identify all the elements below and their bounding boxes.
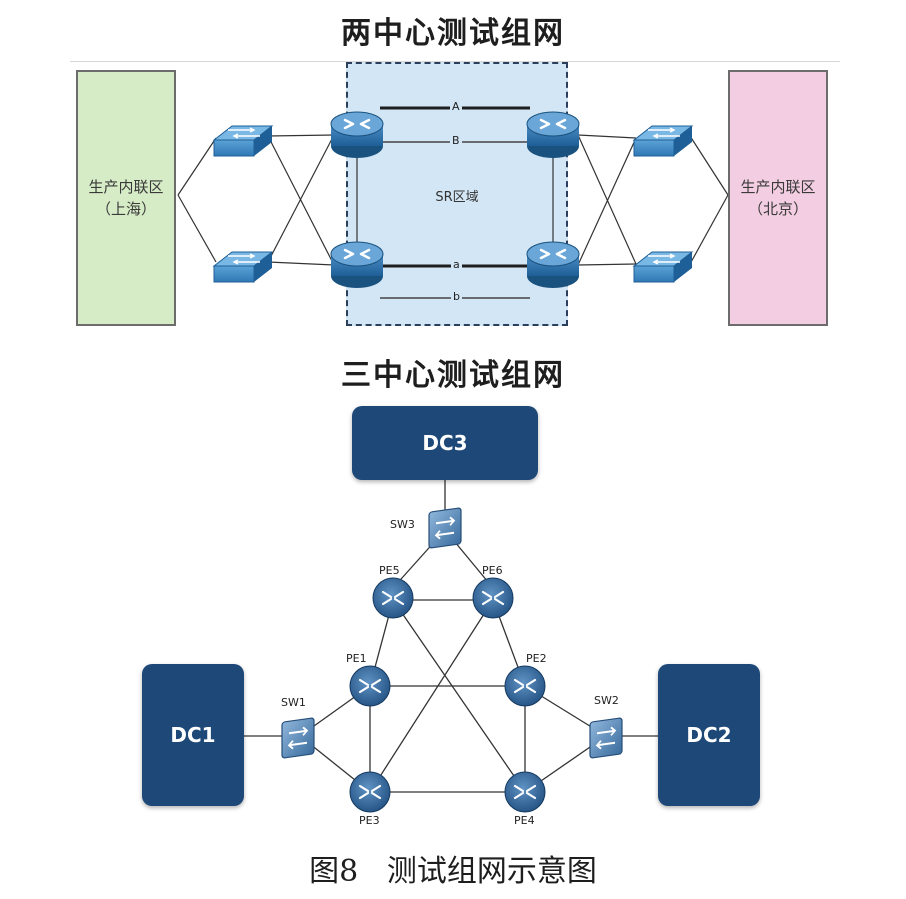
pe4-label: PE4 <box>514 814 535 827</box>
figure-caption: 图8 测试组网示意图 <box>309 854 597 889</box>
router-icon <box>348 664 392 708</box>
router-icon <box>348 770 392 814</box>
right-zone-line1: 生产内联区 <box>740 178 816 196</box>
bottom-diagram-title: 三中心测试组网 <box>341 358 565 393</box>
three-center-diagram <box>243 480 658 814</box>
dc1-box: DC1 <box>142 664 244 806</box>
switch-icon <box>213 125 273 157</box>
sr-domain-label: SR区域 <box>435 190 479 205</box>
dc2-box: DC2 <box>658 664 760 806</box>
pe3-label: PE3 <box>359 814 380 827</box>
sw2-label: SW2 <box>594 694 619 707</box>
sr-domain-links <box>213 106 693 299</box>
router-icon <box>525 240 581 290</box>
pe6-label: PE6 <box>482 564 503 577</box>
router-icon <box>525 110 581 160</box>
router-icon <box>503 664 547 708</box>
right-zone-line2: （北京） <box>747 200 808 218</box>
pe5-label: PE5 <box>379 564 400 577</box>
router-icon <box>503 770 547 814</box>
router-icon <box>329 240 385 290</box>
link-label-top-a: A <box>450 100 462 113</box>
link-label-bottom-a: a <box>451 258 462 271</box>
pe2-label: PE2 <box>526 652 547 665</box>
sw3-label: SW3 <box>390 518 415 531</box>
title-divider <box>70 61 840 62</box>
switch-icon <box>588 716 624 760</box>
switch-icon <box>427 506 463 550</box>
switch-icon <box>213 251 273 283</box>
left-zone-line2: （上海） <box>95 200 156 218</box>
link-label-bottom-b: b <box>451 290 462 303</box>
top-diagram-title: 两中心测试组网 <box>341 16 565 51</box>
left-zone-line1: 生产内联区 <box>88 178 164 196</box>
left-production-zone <box>76 70 176 326</box>
dc3-box: DC3 <box>352 406 538 480</box>
link-label-top-b: B <box>450 134 462 147</box>
right-production-zone-label: 生产内联区 （北京） <box>728 70 828 326</box>
right-production-zone <box>728 70 828 326</box>
router-icon <box>471 576 515 620</box>
pe1-label: PE1 <box>346 652 367 665</box>
router-icon <box>329 110 385 160</box>
switch-icon <box>633 125 693 157</box>
router-icon <box>371 576 415 620</box>
switch-icon <box>280 716 316 760</box>
sw1-label: SW1 <box>281 696 306 709</box>
left-production-zone-label: 生产内联区 （上海） <box>76 70 176 326</box>
switch-icon <box>633 251 693 283</box>
